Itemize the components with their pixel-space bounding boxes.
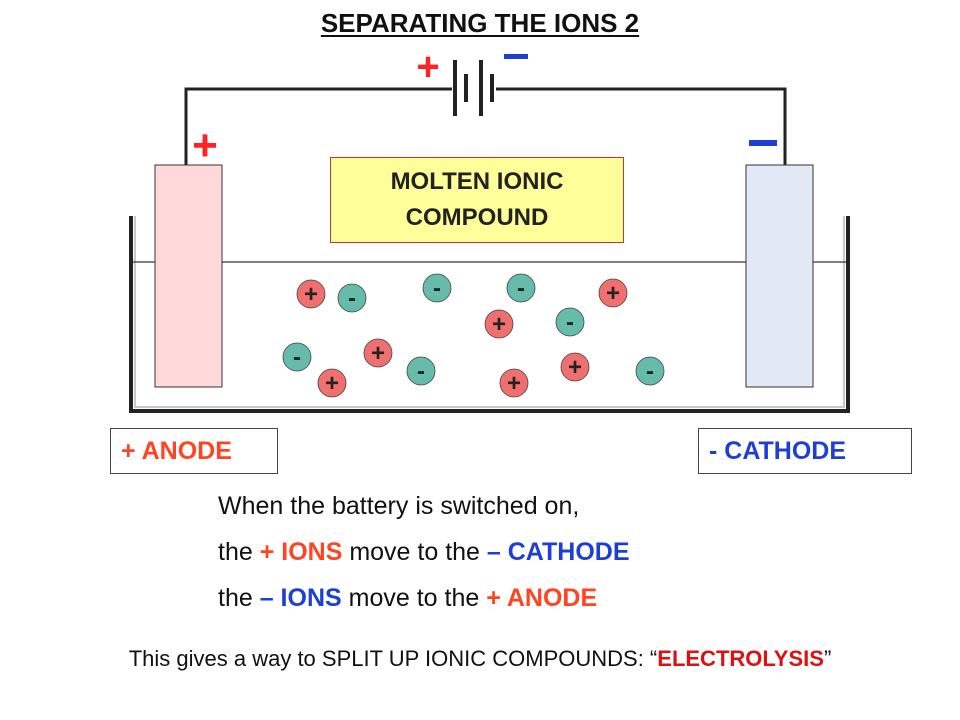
positive-ion: +: [560, 352, 590, 382]
cathode-electrode: [745, 164, 814, 388]
cathode-target-text: – CATHODE: [486, 538, 630, 566]
battery-minus-sign: [504, 54, 528, 59]
anode-electrode: [154, 164, 223, 388]
ion-sign: -: [348, 285, 356, 312]
negative-ion: -: [506, 273, 536, 303]
positive-ion: +: [499, 368, 529, 398]
explanation-line-2: the + IONS move to the – CATHODE: [218, 538, 630, 566]
beaker: [129, 216, 850, 413]
ion-sign: -: [417, 358, 425, 385]
negative-ions-text: – IONS: [259, 584, 342, 612]
ions-group: +---++--++-++-: [282, 273, 665, 398]
battery-icon: [453, 60, 494, 116]
ion-sign: +: [325, 370, 339, 397]
ion-sign: +: [371, 340, 385, 367]
negative-ion: -: [555, 307, 585, 337]
page-title: SEPARATING THE IONS 2: [320, 8, 640, 38]
ion-sign: +: [492, 311, 506, 338]
anode-target-text: + ANODE: [486, 584, 598, 612]
ion-sign: -: [433, 275, 441, 302]
explanation-line-3: the – IONS move to the + ANODE: [218, 584, 598, 612]
positive-ion: +: [484, 309, 514, 339]
negative-ion: -: [337, 283, 367, 313]
positive-ion: +: [598, 278, 628, 308]
positive-ions-text: + IONS: [259, 538, 343, 566]
positive-ion: +: [317, 368, 347, 398]
ion-sign: +: [507, 370, 521, 397]
battery-plus-sign: +: [416, 45, 439, 89]
cathode-label: - CATHODE: [698, 428, 912, 474]
circuit-wire: [184, 87, 787, 165]
electrolysis-highlight: ELECTROLYSIS: [657, 646, 824, 671]
anode-label: + ANODE: [110, 428, 278, 474]
ion-sign: +: [606, 280, 620, 307]
ion-sign: +: [568, 354, 582, 381]
ion-sign: -: [293, 344, 301, 371]
explanation-line-1: When the battery is switched on,: [218, 492, 580, 520]
ion-sign: -: [517, 275, 525, 302]
positive-ion: +: [363, 338, 393, 368]
cathode-minus-sign: [749, 140, 777, 146]
ion-sign: -: [646, 358, 654, 385]
positive-ion: +: [296, 279, 326, 309]
ion-sign: -: [566, 309, 574, 336]
ion-sign: +: [304, 281, 318, 308]
negative-ion: -: [422, 273, 452, 303]
negative-ion: -: [282, 342, 312, 372]
negative-ion: -: [406, 356, 436, 386]
negative-ion: -: [635, 356, 665, 386]
footer-text: This gives a way to SPLIT UP IONIC COMPO…: [128, 646, 832, 671]
anode-plus-sign: +: [192, 121, 218, 170]
